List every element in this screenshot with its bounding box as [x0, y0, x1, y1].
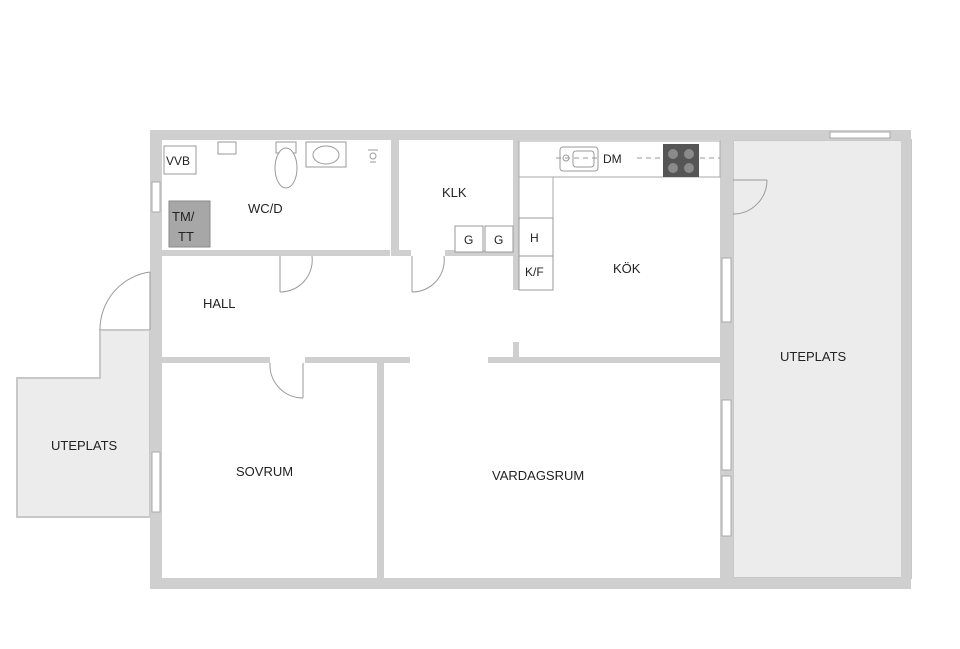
sink-icon	[305, 141, 347, 168]
interior-walls	[162, 140, 720, 578]
room-label-uteplats-left: UTEPLATS	[51, 438, 118, 453]
g1-label: G	[464, 233, 473, 247]
room-label-kok: KÖK	[613, 261, 641, 276]
kitchen-sink-icon	[559, 146, 599, 172]
kf-label: K/F	[525, 265, 544, 279]
h-label: H	[530, 231, 539, 245]
freezer	[518, 217, 554, 257]
wardrobe-2	[484, 225, 514, 253]
g2-label: G	[494, 233, 503, 247]
room-label-wcd: WC/D	[248, 201, 283, 216]
tm-label-1: TM/	[172, 209, 195, 224]
shower-icon	[368, 149, 378, 163]
room-label-sovrum: SOVRUM	[236, 464, 293, 479]
room-label-klk: KLK	[442, 185, 467, 200]
dishwasher	[599, 148, 633, 168]
room-label-hall: HALL	[203, 296, 236, 311]
washer-dryer	[168, 200, 211, 248]
wardrobe-1	[454, 225, 484, 253]
cabinet	[217, 141, 237, 155]
kitchen-fixtures: DM H K/F	[518, 140, 721, 291]
room-label-uteplats-right: UTEPLATS	[780, 349, 847, 364]
fridge-freezer	[518, 255, 554, 291]
water-heater	[163, 145, 197, 175]
patio-right	[732, 139, 912, 579]
toilet-icon	[274, 141, 298, 189]
windows	[151, 131, 891, 537]
stove-icon	[663, 144, 699, 177]
dm-label: DM	[603, 152, 622, 166]
room-label-vardagsrum: VARDAGSRUM	[492, 468, 584, 483]
vvb-label: VVB	[166, 154, 190, 168]
doors	[99, 179, 768, 399]
bathroom-fixtures: VVB TM/ TT	[163, 141, 378, 248]
closet-fixtures: G G	[454, 225, 514, 253]
tm-label-2: TT	[178, 229, 194, 244]
patio-left	[16, 329, 151, 518]
room-labels: WC/D KLK KÖK HALL SOVRUM VARDAGSRUM UTEP…	[51, 185, 847, 483]
